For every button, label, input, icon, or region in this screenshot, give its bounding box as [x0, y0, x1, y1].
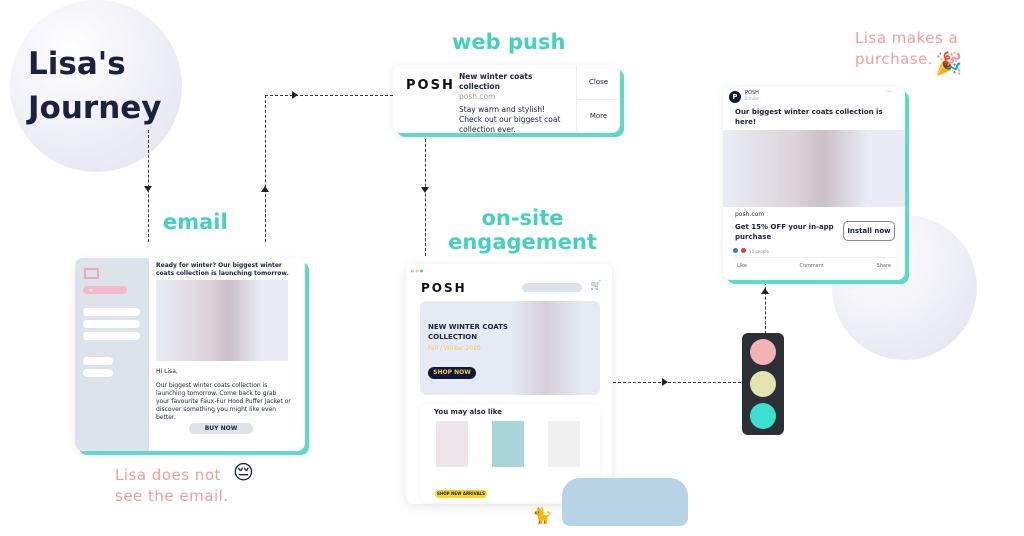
product-card[interactable] [436, 421, 468, 467]
arrow-down-icon [144, 186, 152, 192]
recommendations: You may also like SHOP NEW ARRIVALS [420, 404, 600, 502]
title-line: Lisa's [28, 46, 126, 82]
email-body: Our biggest winter coats collection is l… [156, 382, 291, 421]
note-line: Lisa makes a [855, 29, 959, 47]
email-greeting: Hi Lisa, [156, 368, 178, 375]
posh-logo: POSH [406, 78, 455, 93]
push-content: New winter coats collection posh.com Sta… [453, 65, 576, 134]
party-popper-icon: 🎉 [935, 52, 963, 77]
sidebar-item[interactable] [83, 332, 140, 340]
comment-button[interactable]: Comment [799, 263, 825, 269]
connector [613, 382, 741, 383]
posh-logo: POSH [421, 281, 467, 295]
website-window: POSH 🛒 NEW WINTER COATS COLLECTION Fall … [406, 264, 612, 504]
traffic-light [742, 333, 784, 435]
post-headline: Our biggest winter coats collection is h… [735, 108, 883, 126]
label-web-push: web push [452, 30, 566, 54]
push-close-button[interactable]: Close [577, 65, 620, 100]
arrow-up-icon [761, 288, 769, 294]
sidebar-item[interactable] [83, 357, 113, 365]
web-push-notification[interactable]: POSH New winter coats collection posh.co… [393, 65, 620, 134]
product-card[interactable] [548, 421, 580, 467]
label-line: on-site [481, 206, 564, 230]
more-options-icon[interactable]: ··· [886, 89, 892, 96]
sidebar-item[interactable] [83, 320, 140, 328]
hero-banner: NEW WINTER COATS COLLECTION Fall / Winte… [420, 301, 600, 395]
label-line: engagement [448, 230, 597, 254]
sad-face-icon: 😔 [233, 460, 254, 484]
push-site: posh.com [459, 92, 496, 101]
product-card[interactable] [492, 421, 524, 467]
sidebar-item[interactable] [83, 369, 113, 377]
install-now-button[interactable]: Install now [843, 221, 895, 241]
cart-icon[interactable]: 🛒 [590, 281, 602, 291]
arrow-up-icon [261, 186, 269, 192]
note-line: see the email. [115, 487, 229, 505]
cat-illustration: 🐈 [532, 506, 552, 525]
email-window: + Ready for winter? Our biggest winter c… [75, 258, 305, 451]
search-input[interactable] [522, 283, 582, 292]
window-dots [411, 265, 425, 275]
social-ad-post: P POSH 5 mins · ··· Our biggest winter c… [723, 87, 905, 280]
note-purchase: Lisa makes a purchase. [855, 28, 958, 70]
connector [265, 95, 393, 96]
ad-offer: Get 15% OFF your in-app purchase [735, 223, 834, 241]
share-button[interactable]: Share [876, 263, 891, 269]
connector [425, 134, 426, 256]
sofa-illustration [562, 478, 688, 526]
reaction-count: 15 people [749, 249, 769, 254]
arrow-down-icon [421, 187, 429, 193]
email-subject: Ready for winter? Our biggest winter coa… [156, 262, 289, 277]
yellow-light [750, 371, 776, 397]
ad-domain: posh.com [735, 211, 765, 218]
recs-title: You may also like [434, 408, 503, 416]
note-email-missed: Lisa does not see the email. [115, 465, 229, 507]
connector [765, 282, 766, 334]
email-sidebar: + [75, 258, 149, 451]
push-title: New winter coats collection [459, 72, 533, 91]
reactions: 15 people [733, 248, 769, 254]
label-email: email [163, 210, 228, 234]
shop-new-arrivals-button[interactable]: SHOP NEW ARRIVALS [435, 490, 487, 498]
hero-subtitle: Fall / Winter 2020 [428, 345, 481, 352]
green-light [750, 403, 776, 429]
note-line: purchase. [855, 50, 934, 68]
red-light [750, 339, 776, 365]
post-time: 5 mins · [745, 96, 761, 101]
page-avatar: P [729, 91, 741, 103]
email-coat-photo [156, 280, 288, 361]
compose-button[interactable]: + [83, 286, 127, 294]
push-more-button[interactable]: More [589, 112, 608, 121]
page-name[interactable]: POSH [745, 90, 759, 96]
like-button[interactable]: Like [737, 263, 747, 269]
push-body: Stay warm and stylish! Check out our big… [459, 105, 561, 134]
buy-now-button[interactable]: BUY NOW [189, 423, 253, 434]
ad-coat-photo [723, 130, 905, 207]
bg-circle [10, 0, 182, 172]
connector [265, 95, 266, 242]
arrow-right-icon [662, 378, 668, 386]
title-line: Journey [28, 90, 162, 126]
note-line: Lisa does not [115, 466, 221, 484]
arrow-right-icon [292, 91, 298, 99]
gmail-icon [84, 268, 99, 279]
sidebar-item[interactable] [83, 308, 140, 316]
shop-now-button[interactable]: SHOP NOW [428, 367, 476, 379]
hero-title: NEW WINTER COATS COLLECTION [428, 323, 508, 341]
